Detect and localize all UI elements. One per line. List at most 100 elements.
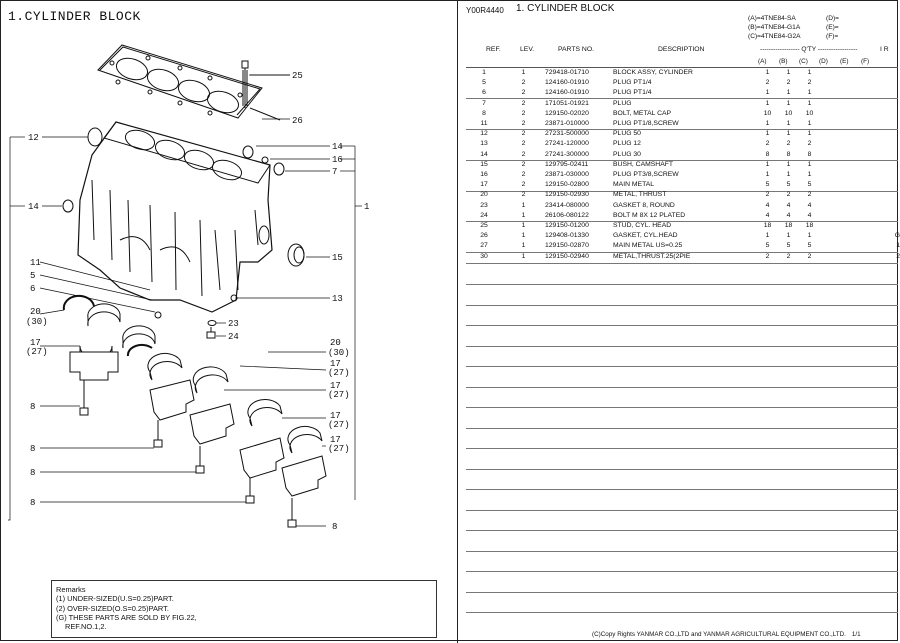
table-cell-b: 2 xyxy=(786,191,791,199)
callout-30-right: (30) xyxy=(328,348,350,358)
table-cell-ref: 1 xyxy=(482,69,486,76)
table-cell-lev: 1 xyxy=(521,232,526,240)
table-cell-desc: PLUG PT3/8,SCREW xyxy=(613,171,679,179)
header-description: DESCRIPTION xyxy=(658,46,705,53)
header-qty: ------------------ Q'TY ----------------… xyxy=(760,46,858,53)
table-cell-c: 1 xyxy=(807,120,812,128)
table-cell-b: 8 xyxy=(786,150,791,158)
table-cell-x xyxy=(820,160,900,170)
callout-16: 16 xyxy=(332,155,343,165)
remarks-title: Remarks xyxy=(56,585,86,594)
table-cell-x xyxy=(820,201,900,211)
callout-8-a: 8 xyxy=(30,402,35,412)
exploded-diagram: 25 26 12 14 16 7 14 1 15 11 5 6 13 20 (3… xyxy=(8,44,369,532)
callout-30-left: (30) xyxy=(26,317,48,327)
empty-row-rule xyxy=(466,489,898,490)
table-cell-desc: BOLT, METAL CAP xyxy=(613,109,672,117)
table-cell-a: 1 xyxy=(765,171,770,179)
table-cell-ref: 13 xyxy=(480,140,488,148)
table-cell-lev: 2 xyxy=(521,181,526,189)
callout-6: 6 xyxy=(30,284,35,294)
callout-5: 5 xyxy=(30,271,35,281)
callout-11: 11 xyxy=(30,258,41,268)
table-cell-lev: 1 xyxy=(521,201,526,209)
callout-8-d: 8 xyxy=(30,498,35,508)
callout-14-right: 14 xyxy=(332,142,343,152)
table-cell-lev: 2 xyxy=(521,109,526,117)
header-part-no: PARTS NO. xyxy=(558,46,595,53)
cap-bolts-drawing xyxy=(79,380,297,528)
table-cell-a: 10 xyxy=(763,109,772,117)
table-cell-x xyxy=(820,99,900,109)
leader-lines xyxy=(8,74,362,527)
copyright-text: (C)Copy Rights YANMAR CO.,LTD and YANMAR… xyxy=(592,631,846,638)
header-ref: REF. xyxy=(486,46,501,53)
table-cell-c: 1 xyxy=(807,99,812,107)
table-cell-b: 10 xyxy=(784,109,793,117)
table-cell-desc: METAL,THRUST.25(2PIE xyxy=(613,252,691,260)
table-cell-a: 1 xyxy=(765,130,770,138)
table-cell-x xyxy=(820,78,900,88)
table-cell-lev: 2 xyxy=(521,191,526,199)
empty-row-rule xyxy=(466,428,898,429)
callout-17-right-3: 17 xyxy=(330,411,341,421)
table-cell-b: 1 xyxy=(786,171,791,179)
table-cell-c: 1 xyxy=(807,232,812,240)
table-cell-x xyxy=(820,88,900,98)
remark-line: (1) UNDER-SIZED(U.S=0.25)PART. xyxy=(56,594,174,604)
group-rule xyxy=(466,263,898,264)
table-cell-pn: 129150-02020 xyxy=(545,109,589,117)
empty-row-rule xyxy=(466,592,898,593)
group-rule xyxy=(466,252,898,253)
table-cell-c: 8 xyxy=(807,150,812,158)
table-cell-ref: 6 xyxy=(482,89,486,97)
cylinder-block-drawing xyxy=(77,121,273,313)
head-gasket-drawing xyxy=(97,44,263,119)
qty-col-f: (F) xyxy=(861,58,870,65)
table-cell-b: 1 xyxy=(786,232,791,240)
remark-line: (2) OVER-SIZED(O.S=0.25)PART. xyxy=(56,603,169,613)
table-cell-x xyxy=(820,129,900,139)
table-cell-pn: 27241-300000 xyxy=(545,150,589,158)
table-cell-desc: PLUG xyxy=(613,99,632,107)
callout-20-left: 20 xyxy=(30,307,41,317)
variant-a: (A)=4TNE84-SA xyxy=(748,15,796,22)
table-cell-c: 5 xyxy=(807,242,812,250)
table-cell-desc: GASKET, CYL.HEAD xyxy=(613,232,678,240)
header-rule xyxy=(466,67,898,68)
table-cell-lev: 2 xyxy=(521,171,526,179)
remark-line: (G) THESE PARTS ARE SOLD BY FIG.22, xyxy=(56,612,197,622)
table-cell-ref: 17 xyxy=(480,181,488,189)
table-cell-ref: 24 xyxy=(480,211,488,219)
callout-27-left: (27) xyxy=(26,347,48,357)
table-cell-c: 2 xyxy=(807,79,812,87)
table-cell-ref: 27 xyxy=(480,242,488,250)
empty-row-rule xyxy=(466,510,898,511)
table-cell-c: 18 xyxy=(805,222,814,230)
empty-row-rule xyxy=(466,305,898,306)
header-lev: LEV. xyxy=(520,46,535,53)
table-cell-ref: 26 xyxy=(480,232,488,240)
empty-row-rule xyxy=(466,346,898,347)
figure-title: 1.CYLINDER BLOCK xyxy=(8,9,141,24)
empty-row-rule xyxy=(466,551,898,552)
group-rule xyxy=(466,98,898,99)
table-cell-lev: 1 xyxy=(521,222,526,230)
group-rule xyxy=(466,129,898,130)
callout-15: 15 xyxy=(332,253,343,263)
table-cell-pn: 124160-01910 xyxy=(545,79,589,87)
table-cell-pn: 729418-01710 xyxy=(545,69,589,76)
table-cell-a: 5 xyxy=(765,242,770,250)
table-cell-lev: 2 xyxy=(521,79,526,87)
empty-row-rule xyxy=(466,325,898,326)
empty-row-rule xyxy=(466,366,898,367)
table-cell-ref: 30 xyxy=(480,252,488,260)
